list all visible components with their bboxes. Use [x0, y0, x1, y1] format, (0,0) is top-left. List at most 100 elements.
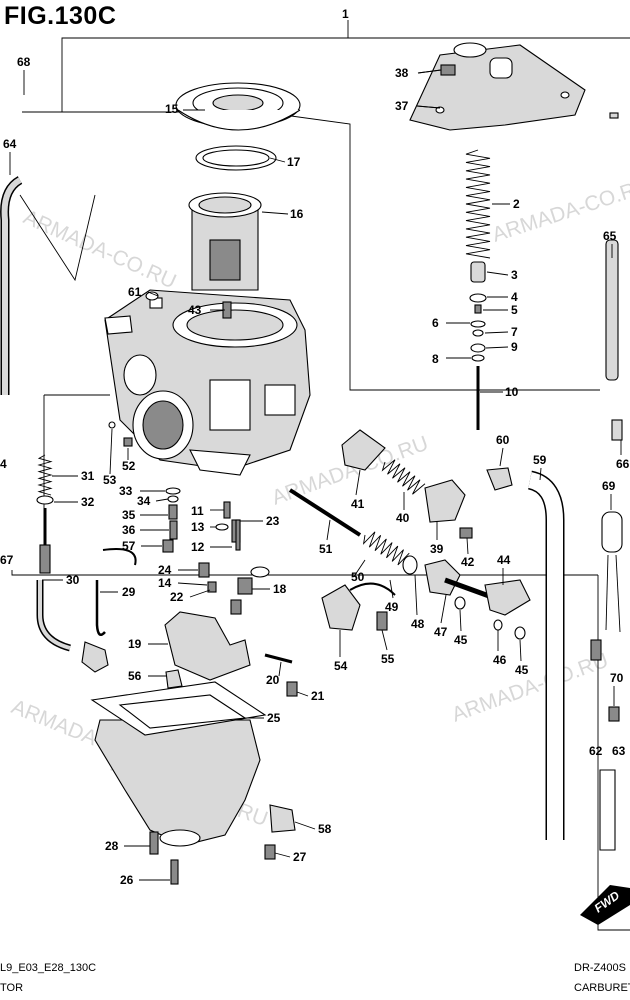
callout-45: 45 — [515, 663, 529, 677]
callout-19: 19 — [128, 637, 142, 651]
jet-needle-stack — [469, 261, 487, 430]
callout-36: 36 — [122, 523, 136, 537]
callout-59: 59 — [533, 453, 547, 467]
leader-line — [416, 105, 441, 109]
leader-line — [147, 291, 159, 297]
spring-2 — [465, 149, 491, 259]
callout-13: 13 — [191, 520, 205, 534]
slide-piston-assembly — [175, 82, 301, 291]
leader-lines — [9, 69, 622, 881]
watermark: ARMADA-CO.RU — [20, 206, 180, 294]
callout-64: 64 — [3, 137, 17, 151]
watermark: ARMADA-CO.RU — [449, 649, 611, 727]
leader-line — [499, 447, 504, 467]
callout-46: 46 — [493, 653, 507, 667]
leader-line — [354, 559, 366, 576]
callout-9: 9 — [511, 340, 518, 354]
callout-27: 27 — [293, 850, 307, 864]
callout-69: 69 — [602, 479, 616, 493]
callout-54: 54 — [334, 659, 348, 673]
callout-20: 20 — [266, 673, 280, 687]
callout-35: 35 — [122, 508, 136, 522]
callout-63: 63 — [612, 744, 626, 758]
callout-41: 41 — [351, 497, 365, 511]
callout-50: 50 — [351, 570, 365, 584]
callout-25: 25 — [267, 711, 281, 725]
callout-66: 66 — [616, 457, 630, 471]
leader-line — [155, 498, 169, 502]
callout-15: 15 — [165, 102, 179, 116]
leader-line — [274, 852, 291, 858]
callout-45: 45 — [454, 633, 468, 647]
leader-line — [355, 469, 361, 496]
callout-17: 17 — [287, 155, 301, 169]
callout-58: 58 — [318, 822, 332, 836]
callout-52: 52 — [122, 459, 136, 473]
callout-67: 67 — [0, 553, 14, 567]
leader-line — [389, 579, 394, 599]
callout-21: 21 — [311, 689, 325, 703]
leader-line — [485, 346, 509, 349]
callout-28: 28 — [105, 839, 119, 853]
callout-14: 14 — [158, 576, 172, 590]
callout-51: 51 — [319, 542, 333, 556]
callout-60: 60 — [496, 433, 510, 447]
callout-38: 38 — [395, 66, 409, 80]
callout-11: 11 — [191, 504, 204, 518]
figure-title: FIG.130C — [4, 2, 117, 30]
callout-57: 57 — [122, 539, 136, 553]
callout-labels: 1686415171643613837234567981065666059697… — [0, 7, 630, 887]
leader-line — [486, 271, 509, 276]
section-name-left: TOR — [0, 982, 24, 994]
diagram-code: L9_E03_E28_130C — [0, 962, 97, 974]
callout-10: 10 — [505, 385, 519, 399]
leader-line — [189, 589, 211, 598]
leader-line — [177, 582, 208, 586]
callout-30: 30 — [66, 573, 80, 587]
leader-line — [466, 537, 469, 555]
leader-line — [417, 69, 442, 74]
callout-49: 49 — [385, 600, 399, 614]
callout-23: 23 — [266, 514, 280, 528]
leader-line — [519, 639, 522, 662]
callout-4: 4 — [511, 290, 518, 304]
leader-line — [261, 211, 289, 215]
callout-4: 4 — [0, 457, 7, 471]
callout-18: 18 — [273, 582, 287, 596]
callout-34: 34 — [137, 494, 151, 508]
section-name-right: CARBURET — [574, 982, 630, 994]
callout-55: 55 — [381, 652, 395, 666]
leader-line — [539, 467, 542, 481]
leader-line — [459, 609, 462, 632]
leader-line — [294, 821, 316, 830]
leader-line — [109, 428, 113, 475]
callout-62: 62 — [589, 744, 603, 758]
leader-line — [440, 594, 447, 624]
callout-65: 65 — [603, 229, 617, 243]
callout-68: 68 — [17, 55, 31, 69]
callout-56: 56 — [128, 669, 142, 683]
callout-40: 40 — [396, 511, 410, 525]
callout-24: 24 — [158, 563, 172, 577]
leader-line — [326, 519, 331, 541]
callout-2: 2 — [513, 197, 520, 211]
throttle-linkage — [165, 429, 531, 860]
model-name: DR-Z400S — [574, 962, 626, 974]
callout-42: 42 — [461, 555, 475, 569]
callout-39: 39 — [430, 542, 444, 556]
callout-26: 26 — [120, 873, 134, 887]
callout-16: 16 — [290, 207, 304, 221]
leader-line — [381, 629, 388, 651]
callout-22: 22 — [170, 590, 184, 604]
callout-29: 29 — [122, 585, 136, 599]
callout-33: 33 — [119, 484, 133, 498]
callout-1: 1 — [342, 7, 349, 21]
callout-31: 31 — [81, 469, 95, 483]
callout-3: 3 — [511, 268, 518, 282]
callout-61: 61 — [128, 285, 142, 299]
leader-line — [484, 331, 509, 334]
callout-48: 48 — [411, 617, 425, 631]
leader-line — [296, 691, 309, 697]
hoses — [0, 176, 623, 851]
